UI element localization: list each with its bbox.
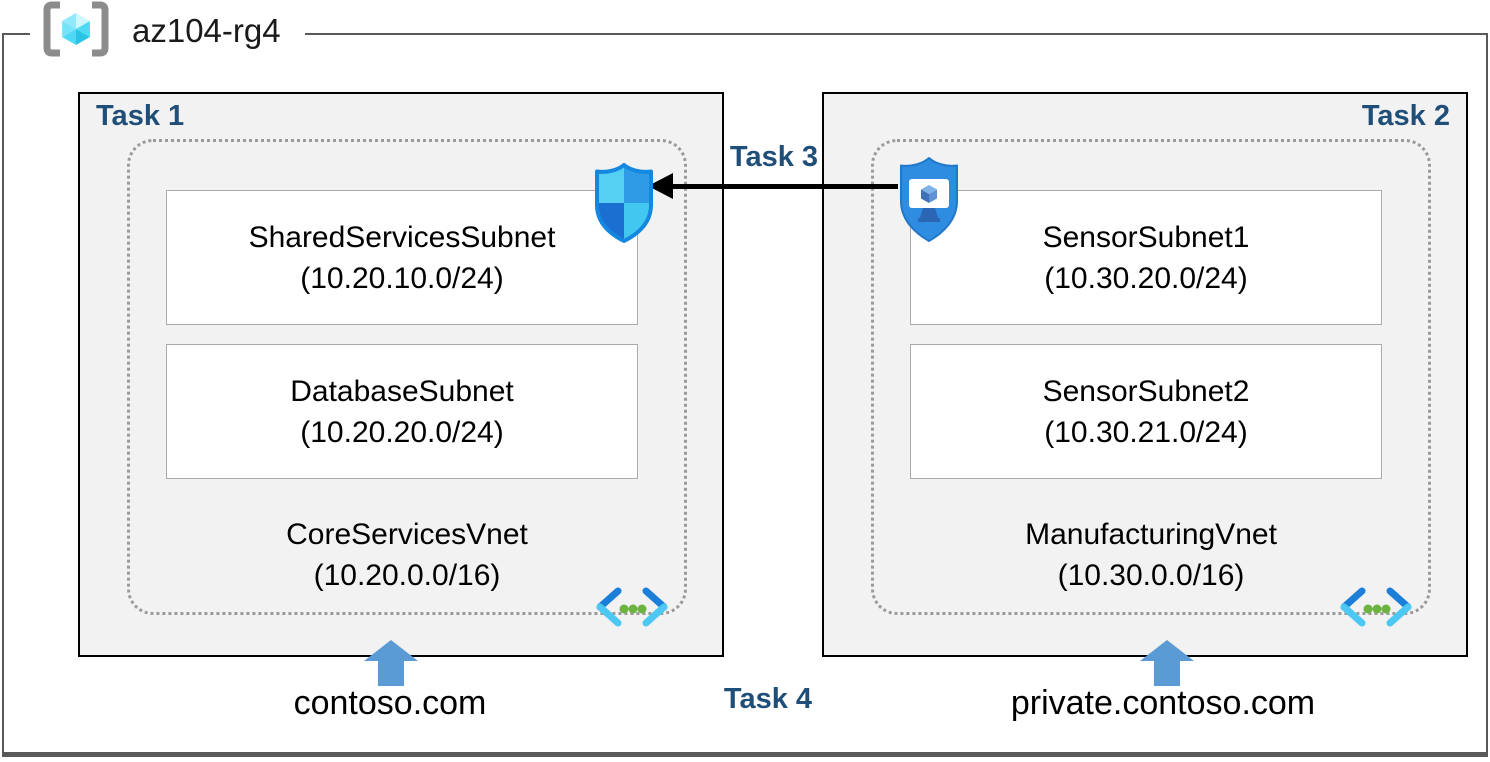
subnet-name: SensorSubnet1	[1042, 220, 1250, 254]
up-arrow-icon	[364, 640, 418, 686]
subnet-cidr: (10.20.10.0/24)	[300, 261, 504, 295]
task3-label: Task 3	[729, 141, 819, 173]
network-security-group-icon	[592, 161, 656, 246]
vnet-cidr-text: (10.30.0.0/16)	[1057, 559, 1245, 592]
resource-group-name: az104-rg4	[132, 12, 281, 49]
task2-box: Task 2 SensorSubnet1 (10.30.20.0/24) Sen…	[822, 92, 1468, 657]
vnet-name-text: CoreServicesVnet	[286, 518, 528, 551]
task1-label: Task 1	[96, 100, 185, 132]
task2-label: Task 2	[1361, 100, 1450, 132]
subnet-cidr: (10.30.21.0/24)	[1044, 415, 1248, 449]
subnet-cidr: (10.20.20.0/24)	[300, 415, 504, 449]
manufacturing-vnet-container: SensorSubnet1 (10.30.20.0/24) SensorSubn…	[871, 139, 1431, 627]
contoso-dns-label: contoso.com	[293, 684, 487, 722]
subnet-name: SensorSubnet2	[1042, 374, 1250, 408]
resource-group-frame	[2, 33, 1488, 757]
subnet-name: DatabaseSubnet	[290, 374, 514, 408]
vnet-name-text: ManufacturingVnet	[1025, 518, 1277, 551]
subnet-cidr: (10.30.20.0/24)	[1044, 261, 1248, 295]
subnet-name: SharedServicesSubnet	[248, 220, 556, 254]
private-contoso-dns-label: private.contoso.com	[1010, 684, 1316, 722]
virtual-network-icon	[592, 586, 672, 628]
shared-services-subnet: SharedServicesSubnet (10.20.10.0/24)	[166, 190, 638, 325]
sensor-subnet-1: SensorSubnet1 (10.30.20.0/24)	[910, 190, 1382, 325]
task4-label: Task 4	[723, 683, 813, 715]
resource-group-icon	[38, 0, 114, 64]
task3-arrow-line	[670, 184, 898, 189]
database-subnet: DatabaseSubnet (10.20.20.0/24)	[166, 344, 638, 479]
up-arrow-icon	[1140, 640, 1194, 686]
resource-group-header: az104-rg4	[30, 0, 305, 62]
virtual-network-icon	[1336, 586, 1416, 628]
bastion-icon	[896, 155, 962, 246]
vnet-cidr-text: (10.20.0.0/16)	[313, 559, 501, 592]
core-services-vnet-name: CoreServicesVnet (10.20.0.0/16)	[130, 514, 684, 596]
core-services-vnet-container: SharedServicesSubnet (10.20.10.0/24) Dat…	[127, 139, 687, 627]
manufacturing-vnet-name: ManufacturingVnet (10.30.0.0/16)	[874, 514, 1428, 596]
sensor-subnet-2: SensorSubnet2 (10.30.21.0/24)	[910, 344, 1382, 479]
